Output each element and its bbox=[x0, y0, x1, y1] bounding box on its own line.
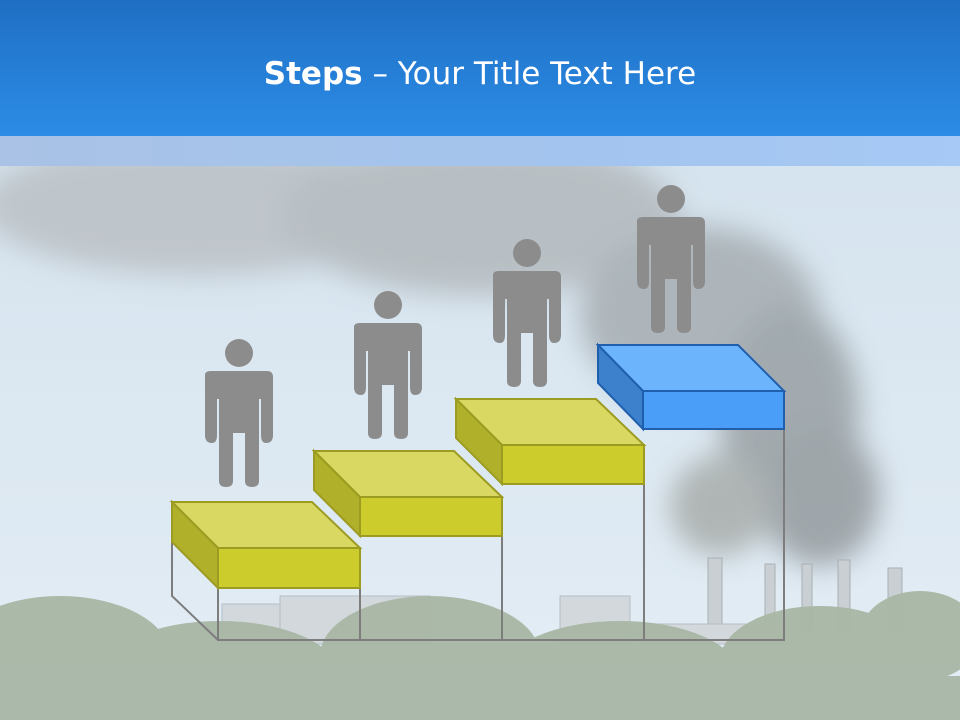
step-block-2 bbox=[311, 448, 505, 539]
step-block-1 bbox=[169, 499, 363, 591]
smoke-cloud bbox=[0, 166, 880, 566]
title-bar-accent bbox=[0, 136, 960, 166]
person-icon-4 bbox=[637, 185, 705, 333]
title-bar bbox=[0, 0, 960, 136]
tree-line bbox=[0, 591, 960, 720]
step-block-4 bbox=[595, 342, 787, 432]
step-block-3 bbox=[453, 396, 647, 487]
slide-title-text: – Your Title Text Here bbox=[362, 56, 697, 92]
person-icon-2 bbox=[354, 291, 422, 439]
person-icon-3 bbox=[493, 239, 561, 387]
slide-title-keyword: Steps bbox=[263, 56, 363, 92]
slide-title: Steps – Your Title Text Here bbox=[0, 52, 960, 96]
step-outlines bbox=[171, 428, 785, 641]
person-icon-1 bbox=[205, 339, 273, 487]
